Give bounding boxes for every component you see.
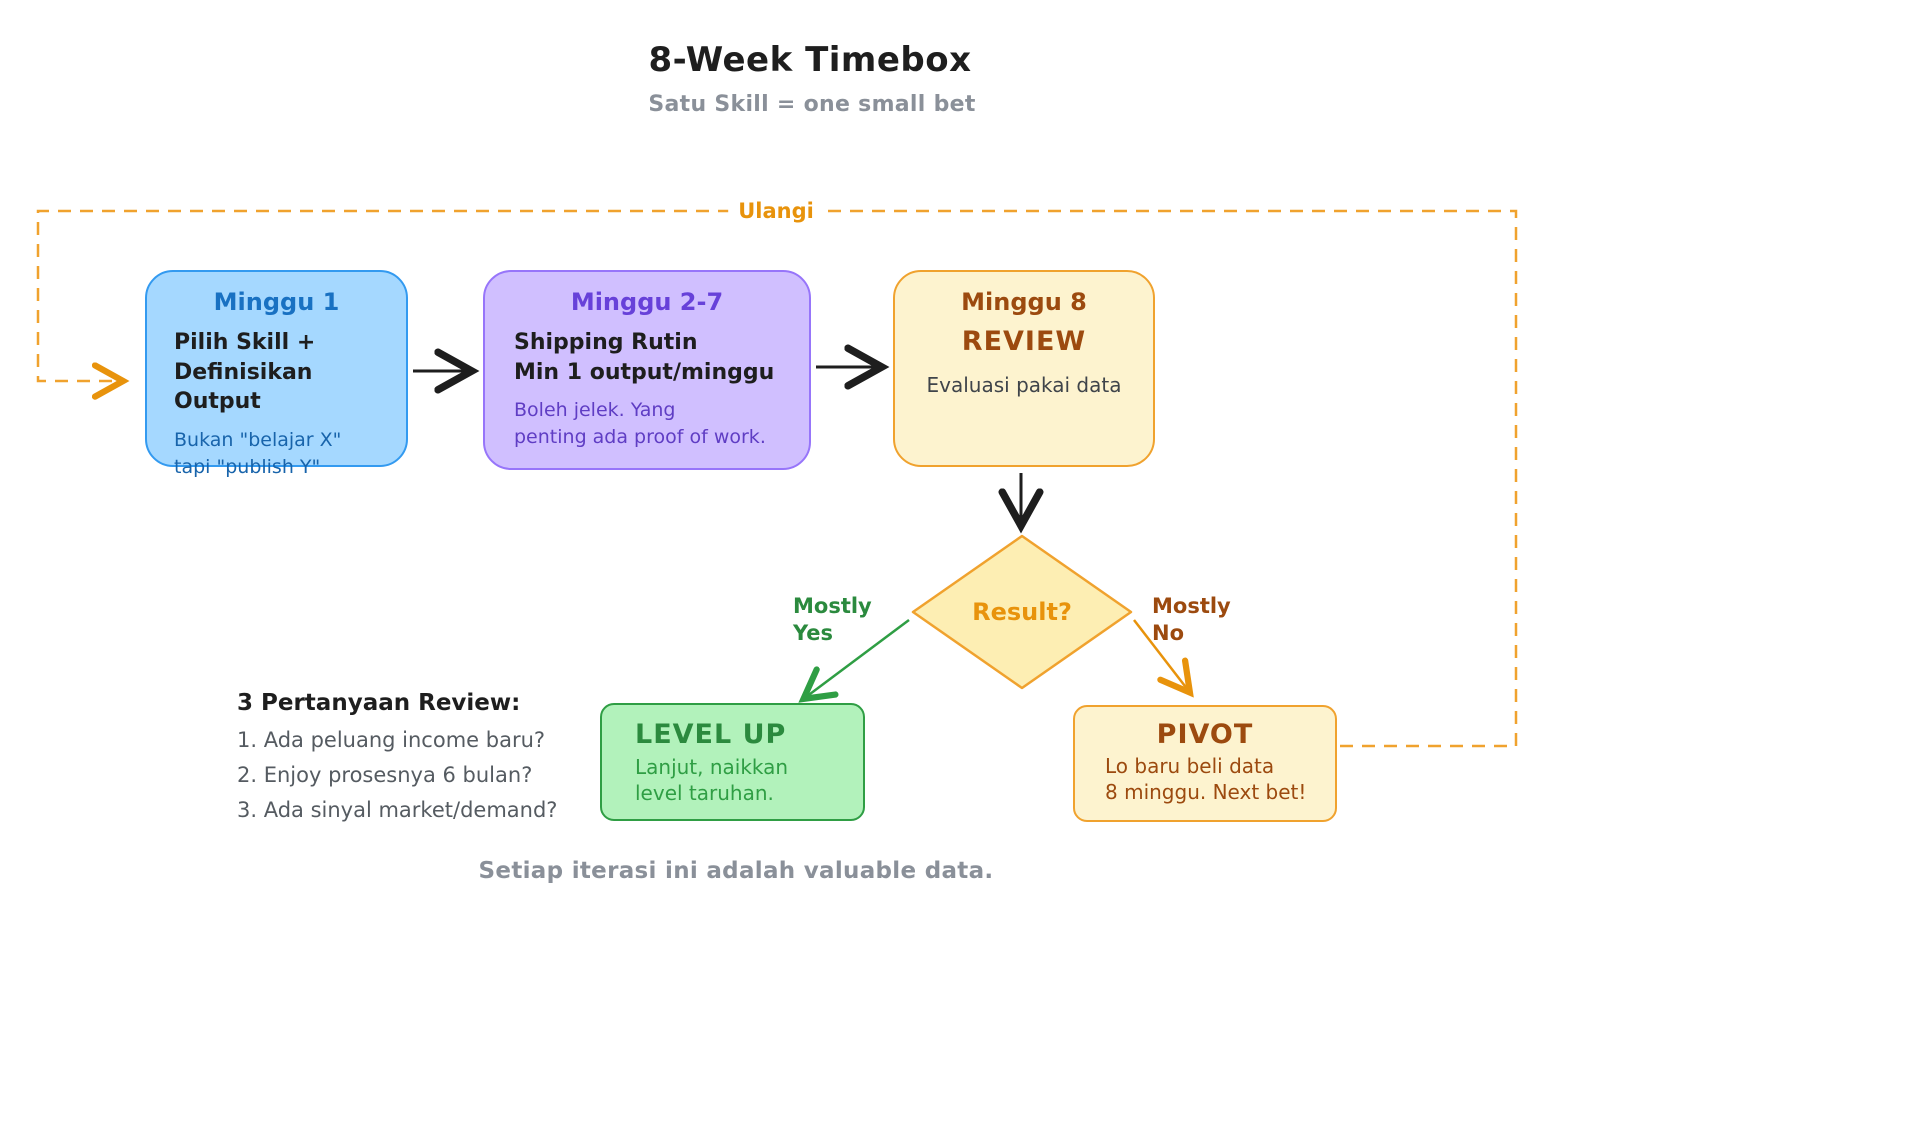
branch-label-yes: Mostly Yes [793,594,872,646]
review-question-1: 1. Ada peluang income baru? [237,728,546,752]
node-minggu-2-7: Minggu 2-7 Shipping Rutin Min 1 output/m… [483,270,811,470]
branch-label-no: Mostly No [1152,594,1231,646]
levelup-note: Lanjut, naikkan level taruhan. [635,755,789,805]
minggu8-title: Minggu 8 [961,288,1087,316]
node-pivot: PIVOT Lo baru beli data 8 minggu. Next b… [1073,705,1337,822]
minggu1-note: Bukan "belajar X" tapi "publish Y" [174,429,342,478]
node-minggu-1: Minggu 1 Pilih Skill + Definisikan Outpu… [145,270,408,478]
page-title: 8-Week Timebox [648,40,972,80]
minggu1-title: Minggu 1 [213,288,340,316]
levelup-title: LEVEL UP [635,719,787,750]
review-question-2: 2. Enjoy prosesnya 6 bulan? [237,763,533,787]
loop-label: Ulangi [728,199,824,223]
minggu27-title: Minggu 2-7 [570,288,724,316]
review-question-3: 3. Ada sinyal market/demand? [237,798,558,822]
pivot-title: PIVOT [1156,719,1254,750]
node-level-up: LEVEL UP Lanjut, naikkan level taruhan. [600,703,865,821]
minggu8-heading: REVIEW [961,326,1087,357]
review-questions-heading: 3 Pertanyaan Review: [237,690,521,716]
node-minggu-8: Minggu 8 REVIEW Evaluasi pakai data [893,270,1155,467]
minggu8-note: Evaluasi pakai data [926,373,1122,397]
page-subtitle: Satu Skill = one small bet [648,92,976,117]
minggu27-note: Boleh jelek. Yang penting ada proof of w… [514,399,766,448]
minggu27-body: Shipping Rutin Min 1 output/minggu [514,330,775,385]
footer-caption: Setiap iterasi ini adalah valuable data. [478,858,994,884]
review-questions-block: 3 Pertanyaan Review: 1. Ada peluang inco… [237,690,557,833]
decision-label: Result? [972,598,1072,626]
minggu1-body: Pilih Skill + Definisikan Output [174,330,316,415]
pivot-note: Lo baru beli data 8 minggu. Next bet! [1105,754,1307,804]
